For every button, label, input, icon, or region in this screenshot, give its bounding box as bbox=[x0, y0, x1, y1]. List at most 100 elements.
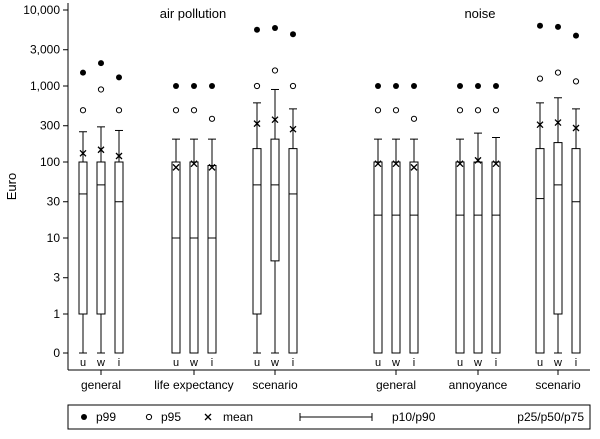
box-iqr bbox=[252, 148, 262, 315]
p95-marker bbox=[253, 82, 261, 90]
p95-marker bbox=[572, 78, 580, 85]
box-letter-label: i bbox=[118, 357, 120, 369]
box-letter-label: w bbox=[270, 357, 279, 369]
p95-marker bbox=[172, 107, 180, 114]
p95-marker bbox=[115, 107, 123, 114]
box-2-2: i bbox=[288, 31, 298, 369]
p95-marker bbox=[374, 107, 382, 114]
box-iqr bbox=[207, 164, 217, 354]
box-letter-label: i bbox=[292, 357, 294, 369]
p99-marker bbox=[272, 24, 278, 31]
p99-marker bbox=[290, 31, 296, 38]
box-1-2: i bbox=[207, 83, 217, 369]
y-tick-label: 10,000 bbox=[23, 3, 60, 17]
y-tick-label: 0 bbox=[53, 346, 60, 360]
y-tick-label: 3 bbox=[53, 271, 60, 285]
mean-marker bbox=[492, 160, 500, 168]
panel-title: noise bbox=[464, 6, 495, 21]
y-tick-label: 3,000 bbox=[30, 43, 60, 57]
x-group-label: scenario bbox=[252, 378, 298, 392]
mean-marker bbox=[79, 149, 87, 157]
box-4-0: u bbox=[455, 83, 465, 369]
legend-whisker-label: p10/p90 bbox=[392, 410, 436, 424]
box-letter-label: i bbox=[495, 357, 497, 369]
p95-marker bbox=[271, 67, 279, 74]
box-iqr bbox=[535, 148, 545, 354]
box-letter-label: u bbox=[375, 357, 381, 369]
box-3-1: w bbox=[391, 83, 401, 369]
p99-marker bbox=[475, 83, 481, 89]
box-letter-label: w bbox=[391, 357, 400, 369]
box-letter-label: w bbox=[553, 357, 562, 369]
p99-marker bbox=[537, 22, 543, 29]
box-letter-label: u bbox=[254, 357, 260, 369]
mean-marker bbox=[289, 125, 297, 133]
p95-marker bbox=[474, 107, 482, 114]
box-iqr bbox=[288, 148, 298, 354]
mean-marker bbox=[172, 163, 180, 171]
box-5-0: u bbox=[535, 22, 545, 369]
p95-marker bbox=[536, 75, 544, 82]
box-iqr bbox=[491, 161, 501, 354]
x-group-label: life expectancy bbox=[154, 378, 233, 392]
mean-marker bbox=[253, 120, 261, 128]
box-1-0: u bbox=[171, 83, 181, 369]
p99-marker bbox=[209, 83, 215, 89]
box-letter-label: i bbox=[575, 357, 577, 369]
legend-mean-label: mean bbox=[223, 410, 253, 424]
mean-marker bbox=[208, 163, 216, 171]
p95-marker bbox=[97, 86, 105, 93]
mean-marker bbox=[410, 163, 418, 171]
p99-marker bbox=[393, 83, 399, 89]
y-tick-label: 1,000 bbox=[30, 79, 60, 93]
mean-marker bbox=[536, 121, 544, 129]
box-iqr bbox=[96, 161, 106, 315]
p95-marker bbox=[190, 107, 198, 114]
box-letter-label: u bbox=[80, 357, 86, 369]
p99-marker bbox=[116, 74, 122, 81]
box-5-1: w bbox=[553, 23, 563, 369]
axis-layer: 10,0003,0001,0003001003010310Eurogeneral… bbox=[4, 3, 590, 392]
legend-p95-label: p95 bbox=[161, 410, 181, 424]
box-4-1: w bbox=[473, 83, 483, 369]
box-iqr bbox=[571, 148, 581, 354]
p95-marker bbox=[554, 69, 562, 76]
box-iqr bbox=[473, 161, 483, 354]
legend-p99-symbol bbox=[81, 414, 87, 420]
box-iqr bbox=[409, 161, 419, 354]
p95-marker bbox=[410, 115, 418, 122]
mean-marker bbox=[97, 146, 105, 154]
box-iqr bbox=[78, 161, 88, 315]
mean-marker bbox=[374, 160, 382, 168]
box-2-1: w bbox=[270, 24, 280, 369]
y-tick-label: 30 bbox=[47, 195, 61, 209]
box-iqr bbox=[270, 138, 280, 262]
box-3-2: i bbox=[409, 83, 419, 369]
mean-marker bbox=[572, 124, 580, 132]
p95-marker bbox=[79, 107, 87, 114]
legend-p95-symbol bbox=[145, 413, 153, 421]
mean-marker bbox=[190, 160, 198, 168]
x-group-label: annoyance bbox=[449, 378, 508, 392]
mean-marker bbox=[456, 160, 464, 168]
box-letter-label: w bbox=[189, 357, 198, 369]
box-iqr bbox=[114, 161, 124, 354]
p99-marker bbox=[173, 83, 179, 89]
legend-p99-label: p99 bbox=[96, 410, 116, 424]
box-0-1: w bbox=[96, 60, 106, 369]
p99-marker bbox=[254, 26, 260, 33]
p99-marker bbox=[375, 83, 381, 89]
box-letter-label: u bbox=[173, 357, 179, 369]
mean-marker bbox=[115, 152, 123, 160]
y-tick-label: 300 bbox=[40, 119, 60, 133]
box-letter-label: w bbox=[473, 357, 482, 369]
box-iqr bbox=[373, 161, 383, 354]
box-0-2: i bbox=[114, 74, 124, 369]
p99-marker bbox=[493, 83, 499, 89]
p95-marker bbox=[289, 82, 297, 90]
mean-marker bbox=[392, 160, 400, 168]
